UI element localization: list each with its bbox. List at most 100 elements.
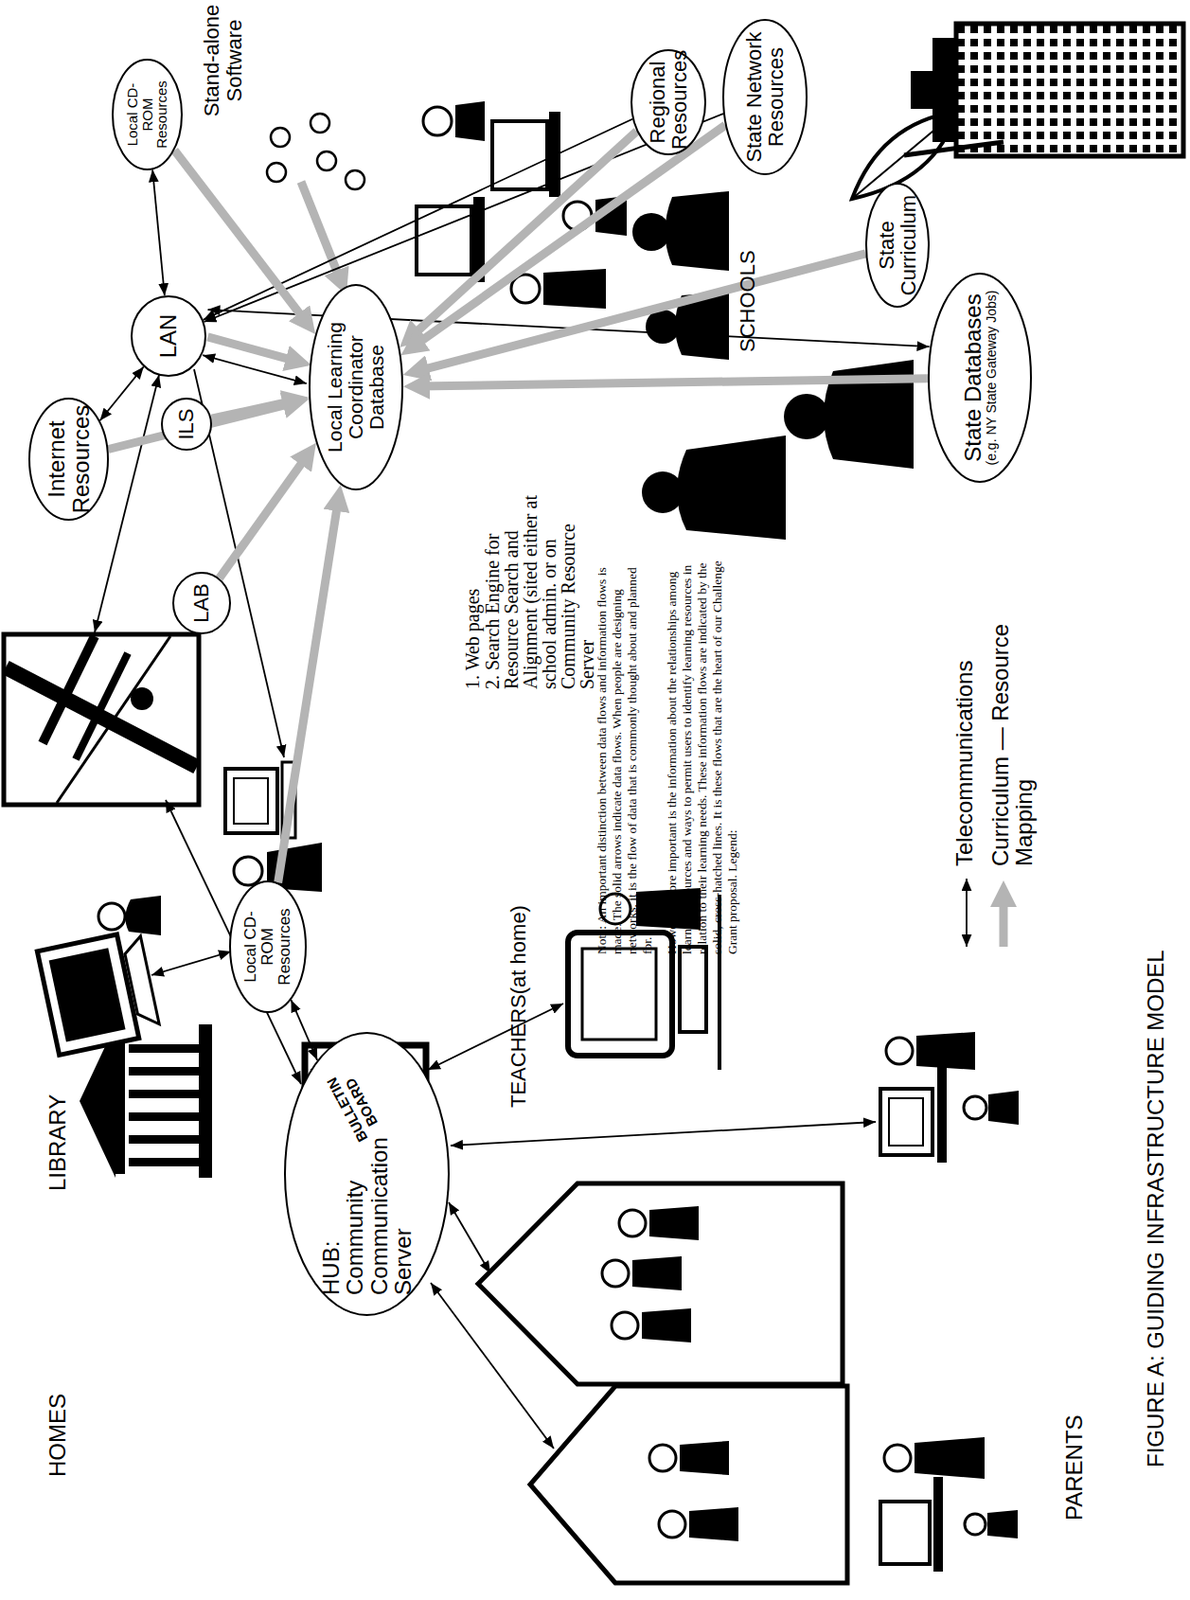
library-building-part — [198, 1024, 213, 1178]
text-label: LIBRARY — [45, 1094, 71, 1191]
ellipse-outline — [29, 398, 108, 520]
library-computer-part — [49, 947, 126, 1042]
parents-at-computer-part — [916, 1031, 976, 1070]
classroom-computers-part — [492, 121, 548, 190]
telephone-pole-picture-part — [42, 636, 95, 744]
node-label: LAB — [190, 583, 213, 623]
student-at-computer-part — [233, 856, 263, 886]
telephone-pole-picture-part — [130, 687, 154, 711]
telecom-arrow-part — [450, 1121, 876, 1146]
library-patron-part — [124, 895, 161, 936]
office-tower-part — [956, 23, 1184, 157]
ellipse-outline — [284, 1032, 449, 1315]
telecom-arrow — [94, 369, 876, 1449]
node-label: Local CD-ROM Resources — [242, 904, 294, 990]
ellipse-outline — [928, 273, 1031, 482]
library-building-part — [128, 1044, 199, 1053]
telecom-arrow-part — [448, 1202, 491, 1274]
mapping-arrow — [301, 181, 341, 282]
office-tower-part — [910, 71, 935, 109]
mapping-arrow — [410, 131, 638, 338]
school-children-silhouettes-part — [645, 309, 680, 344]
school-children-silhouettes-part — [783, 393, 830, 440]
telephone-pole-picture — [3, 634, 199, 805]
telecom-arrow-part — [94, 374, 160, 633]
library-building-part — [128, 1112, 199, 1121]
telephone-pole-picture-part — [56, 636, 171, 803]
library-computer-part — [36, 934, 139, 1055]
node-label: Internet Resources — [44, 403, 92, 516]
library-computer-part — [122, 936, 160, 1029]
parents-at-computer-part — [886, 1037, 913, 1065]
mapping-arrow — [418, 378, 928, 387]
homes-houses-part — [602, 1260, 629, 1287]
ellipse-outline — [309, 284, 403, 490]
text-label: HOMES — [45, 1393, 71, 1477]
ellipse-node: Local Learning Coordinator Database — [308, 284, 404, 491]
library-building-part — [128, 1157, 199, 1167]
ellipse-outline — [131, 296, 206, 376]
telecom-arrow-part — [151, 951, 231, 976]
parents-at-computer — [880, 1031, 1019, 1163]
homes-houses-part — [611, 1312, 639, 1339]
ellipse-outline — [631, 50, 706, 155]
classroom-computers-part — [423, 106, 452, 136]
homes-houses-part — [658, 1510, 686, 1538]
text-label: BULLETIN BOARD — [319, 1060, 389, 1153]
student-at-computer — [225, 762, 322, 892]
mapping-arrow — [174, 150, 306, 323]
ellipse-outline — [866, 183, 929, 307]
mapping-arrow-part — [301, 181, 341, 282]
classroom-computers-part — [455, 101, 485, 142]
student-at-computer-part — [225, 768, 278, 834]
homes-houses-part — [632, 1256, 682, 1291]
mapping-arrow — [413, 124, 726, 347]
family-at-computer-part — [914, 1437, 985, 1479]
telephone-pole-picture-part — [75, 653, 128, 760]
software-discs-part — [266, 162, 286, 182]
legend-label: Telecommunications — [952, 582, 977, 867]
homes-houses-part — [478, 1183, 843, 1385]
parents-at-computer-part — [937, 1058, 947, 1163]
homes-houses — [478, 1183, 848, 1583]
ellipse-outline — [161, 398, 212, 450]
mapping-arrow — [219, 455, 308, 579]
mapping-arrow — [417, 253, 866, 372]
node-label: Regional Resources — [646, 54, 691, 150]
text-label: Note: An important distinction between d… — [594, 556, 656, 955]
text-label: However, more important is the informati… — [664, 556, 741, 955]
telephone-pole-picture-part — [3, 634, 199, 805]
homes-houses-part — [649, 1444, 676, 1472]
teacher-at-home-part — [582, 948, 657, 1040]
office-tower — [910, 23, 1184, 157]
parents-at-computer-part — [988, 1090, 1019, 1125]
school-children-silhouettes-part — [665, 191, 730, 271]
ellipse-node: Internet Resources — [28, 397, 109, 521]
text-label: 2. Search Engine for Resource Search and… — [482, 485, 597, 690]
telecom-arrow — [100, 366, 144, 421]
parents-at-computer-part — [888, 1098, 924, 1146]
family-at-computer-part — [964, 1513, 986, 1535]
homes-houses-part — [641, 1308, 692, 1343]
ellipse-node: Local CD-ROM Resources — [111, 58, 183, 171]
homes-houses-part — [530, 1385, 848, 1583]
library-building-part — [128, 1135, 199, 1144]
parents-at-computer-part — [880, 1088, 933, 1155]
node-label: (e.g. NY State Gateway Jobs) — [984, 290, 999, 466]
ellipse-node: LAB — [172, 571, 231, 635]
library-computer — [36, 929, 161, 1055]
family-at-computer-part — [880, 1501, 930, 1564]
node-label: State Databases — [960, 293, 985, 462]
homes-houses-part — [689, 1507, 739, 1542]
text-label: PARENTS — [1062, 1414, 1087, 1521]
text-label: Stand-alone Software — [200, 3, 247, 118]
ellipse-node: State Network Resources — [722, 18, 808, 176]
teacher-at-home-part — [679, 946, 707, 1032]
legend-sample-arrow — [999, 895, 1009, 947]
library-building-part — [128, 1089, 199, 1099]
library-patron — [98, 895, 161, 936]
parents-at-computer-part — [963, 1096, 987, 1119]
library-building-part — [128, 1066, 199, 1076]
